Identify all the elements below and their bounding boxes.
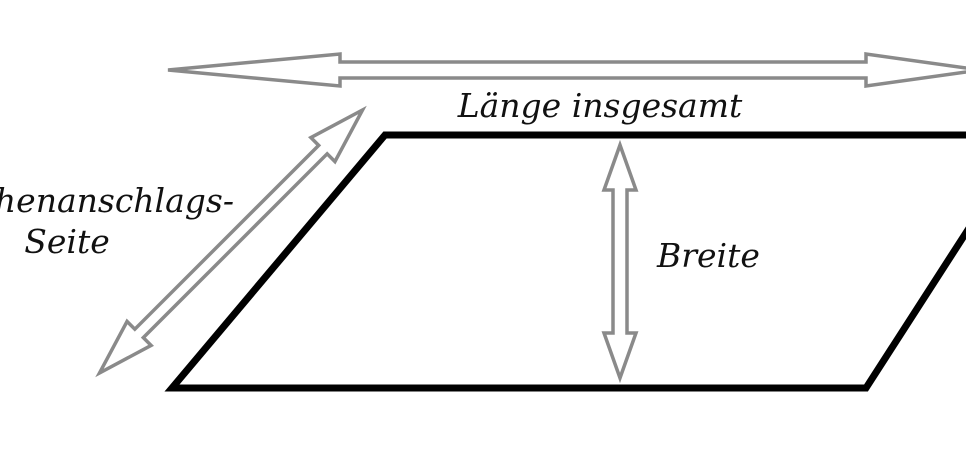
side-label-line2: Seite	[24, 222, 109, 261]
total-length-label: Länge insgesamt	[457, 86, 743, 125]
parallelogram-shape	[164, 131, 966, 392]
width-double-arrow	[601, 139, 639, 384]
width-label: Breite	[656, 236, 760, 275]
total-length-double-arrow	[167, 51, 966, 89]
side-label-line1: henanschlags-	[0, 181, 234, 220]
side-double-arrow	[95, 105, 367, 378]
